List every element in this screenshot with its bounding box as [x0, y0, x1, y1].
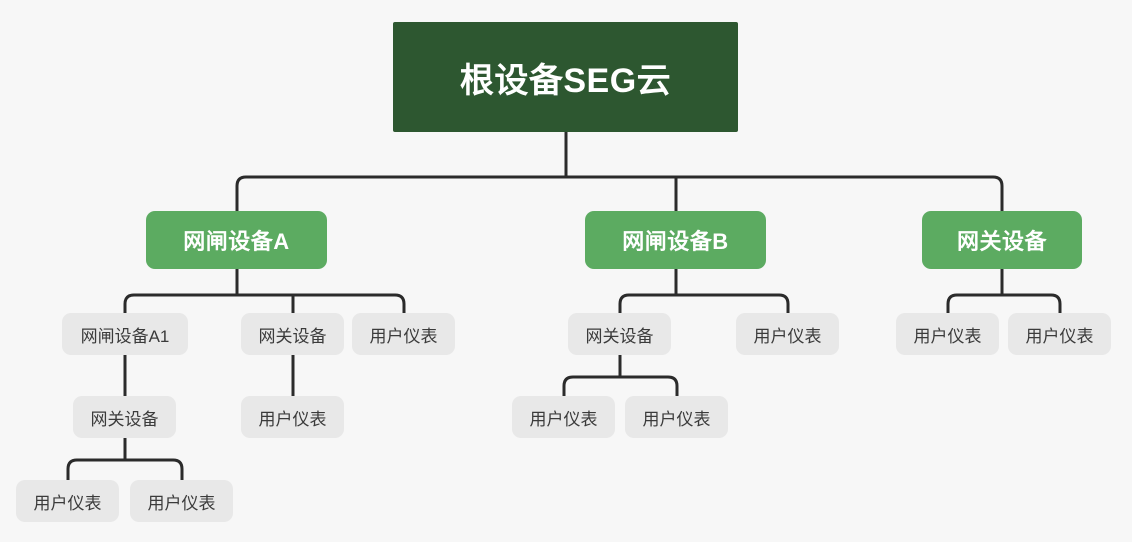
edge-branch-3-0	[946, 293, 1002, 313]
node-label: 用户仪表	[1025, 326, 1094, 346]
edge-branch-3-1	[1002, 293, 1062, 313]
node-label: 用户仪表	[147, 493, 216, 513]
node-label: 网关设备	[90, 409, 159, 429]
node-a2-1[interactable]: 用户仪表	[241, 396, 344, 438]
node-c1[interactable]: 用户仪表	[896, 313, 999, 355]
edge-branch-6-1	[125, 458, 184, 480]
node-root[interactable]: 根设备SEG云	[393, 22, 738, 132]
edge-branch-0-0	[235, 175, 566, 211]
edge-branch-2-0	[618, 293, 676, 313]
node-label: 网闸设备A1	[80, 326, 170, 346]
node-label: 用户仪表	[753, 326, 822, 346]
node-label: 用户仪表	[529, 409, 598, 429]
node-label: 根设备SEG云	[459, 61, 672, 100]
node-branch-a[interactable]: 网闸设备A	[146, 211, 327, 269]
node-branch-b[interactable]: 网闸设备B	[585, 211, 766, 269]
edge-branch-2-1	[676, 293, 790, 313]
node-label: 网闸设备A	[183, 229, 290, 254]
node-label: 网关设备	[258, 326, 327, 346]
node-b2[interactable]: 用户仪表	[736, 313, 839, 355]
edge-branch-0-2	[566, 175, 1004, 211]
node-label: 用户仪表	[33, 493, 102, 513]
node-a1-1-2[interactable]: 用户仪表	[130, 480, 233, 522]
node-branch-c[interactable]: 网关设备	[922, 211, 1082, 269]
node-a2[interactable]: 网关设备	[241, 313, 344, 355]
node-a1-1-1[interactable]: 用户仪表	[16, 480, 119, 522]
node-label: 用户仪表	[913, 326, 982, 346]
node-label: 网关设备	[585, 326, 654, 346]
node-b1-1[interactable]: 用户仪表	[512, 396, 615, 438]
node-label: 用户仪表	[258, 409, 327, 429]
node-label: 用户仪表	[369, 326, 438, 346]
node-c2[interactable]: 用户仪表	[1008, 313, 1111, 355]
node-a3[interactable]: 用户仪表	[352, 313, 455, 355]
edge-branch-1-2	[237, 293, 406, 313]
edge-branch-7-0	[562, 375, 620, 396]
node-label: 网关设备	[956, 229, 1047, 254]
node-b1[interactable]: 网关设备	[568, 313, 671, 355]
node-label: 网闸设备B	[622, 229, 729, 254]
edge-branch-6-0	[66, 458, 125, 480]
node-a1-1[interactable]: 网关设备	[73, 396, 176, 438]
node-a1[interactable]: 网闸设备A1	[62, 313, 188, 355]
edge-branch-1-0	[123, 293, 237, 313]
edge-branch-7-1	[620, 375, 679, 396]
node-b1-2[interactable]: 用户仪表	[625, 396, 728, 438]
node-label: 用户仪表	[642, 409, 711, 429]
